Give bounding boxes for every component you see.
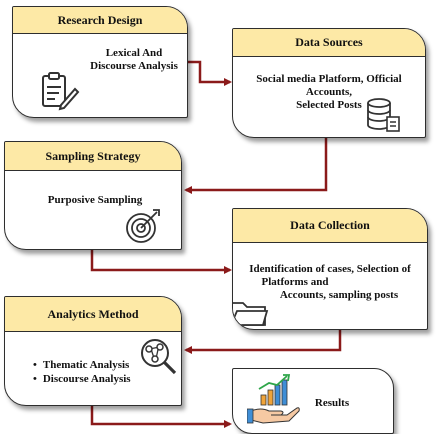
folder-icon [233,302,269,326]
research-design-box: Research Design Lexical And Discourse An… [12,6,188,118]
data-sources-line-3: Selected Posts [296,99,362,111]
data-collection-line-1: Identification of cases, Selection of [249,263,411,275]
research-design-line-1: Lexical And [105,47,163,59]
clipboard-pen-icon [42,72,80,111]
sampling-strategy-title: Sampling Strategy [5,142,181,171]
arrow-sampling-to-collection [90,248,232,274]
data-collection-box: Data Collection Identification of cases,… [232,208,428,330]
results-box: Results [232,368,394,434]
data-collection-line-2: Platforms and [261,276,329,288]
arrow-analytics-to-results [90,404,232,428]
target-icon [126,209,160,243]
magnifier-network-icon [141,339,177,375]
sampling-strategy-box: Sampling Strategy Purposive Sampling [4,141,182,250]
database-icon [367,98,400,132]
analytics-method-item: Thematic Analysis [33,358,131,372]
data-sources-title: Data Sources [233,29,425,57]
arrow-sources-to-sampling [184,136,328,194]
data-collection-line-3: Accounts, sampling posts [279,289,399,301]
hand-growth-chart-icon [247,374,300,424]
data-sources-line-2: Accounts, [305,86,353,98]
data-sources-line-1: Social media Platform, Official [256,73,402,85]
sampling-strategy-line-1: Purposive Sampling [47,194,143,206]
analytics-method-item: Discourse Analysis [33,372,131,386]
arrow-research-to-sources [188,60,232,86]
results-title: Results [314,397,350,409]
research-design-line-2: Discourse Analysis [90,60,178,72]
analytics-method-title: Analytics Method [5,297,181,332]
arrow-collection-to-analytics [184,328,342,354]
analytics-method-box: Analytics Method Thematic Analysis Disco… [4,296,182,406]
research-design-title: Research Design [13,7,187,34]
data-sources-box: Data Sources Social media Platform, Offi… [232,28,426,138]
analytics-method-list: Thematic Analysis Discourse Analysis [33,358,131,386]
data-collection-title: Data Collection [233,209,427,243]
